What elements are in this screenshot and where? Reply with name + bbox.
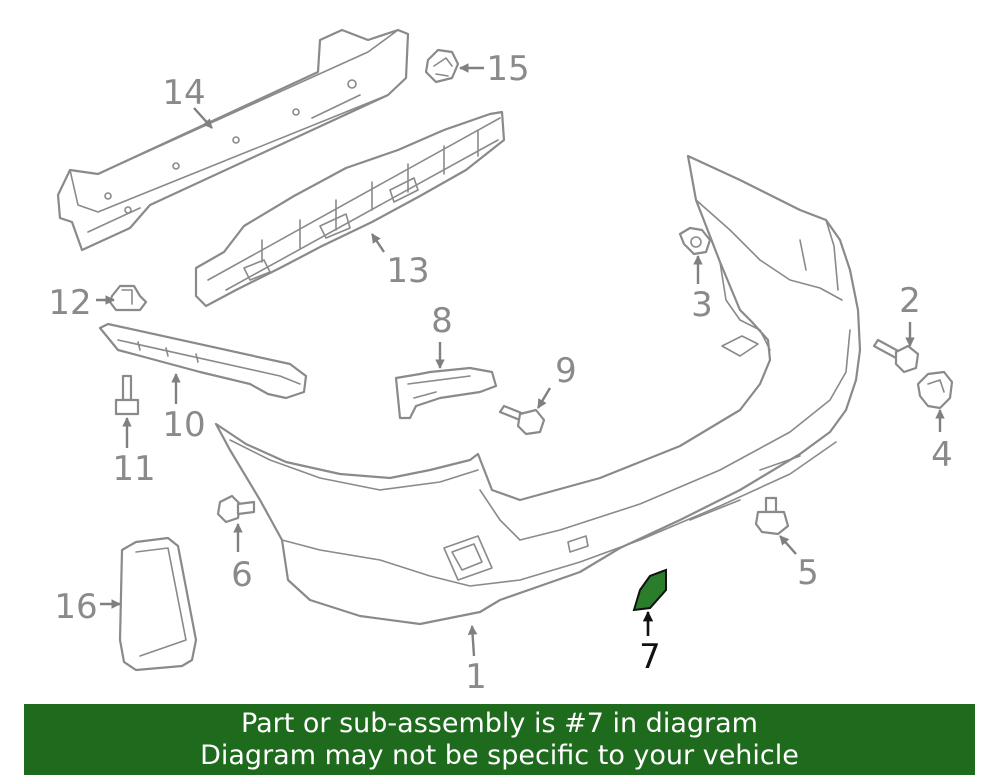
callout-8: 8 — [431, 301, 453, 341]
callout-14: 14 — [162, 73, 205, 113]
leader-1 — [467, 625, 478, 657]
part-6-screw — [216, 494, 256, 524]
callout-15: 15 — [486, 49, 529, 89]
part-10-side-bracket — [98, 322, 308, 400]
part-5-screw — [754, 496, 790, 536]
part-7-highlighted-trim — [632, 568, 667, 612]
part-11-bolt — [114, 374, 140, 416]
info-banner: Part or sub-assembly is #7 in diagram Di… — [24, 704, 975, 775]
part-2-bolt — [872, 338, 920, 374]
part-9-bolt — [498, 404, 546, 436]
callout-5: 5 — [797, 553, 819, 593]
part-8-bracket — [394, 366, 498, 420]
callout-1: 1 — [465, 657, 487, 697]
callout-10: 10 — [162, 405, 205, 445]
leader-13 — [371, 233, 385, 253]
callout-11: 11 — [112, 449, 155, 489]
leader-lines — [96, 63, 945, 657]
part-14-reinforcement-beam — [56, 28, 410, 252]
callout-labels: 1 2 3 4 5 6 7 8 9 10 11 12 13 14 15 16 — [48, 49, 952, 697]
callout-2: 2 — [899, 281, 921, 321]
part-16-reflector — [118, 536, 198, 672]
leader-14 — [193, 107, 213, 129]
callout-12: 12 — [48, 283, 91, 323]
part-12-clip — [108, 284, 148, 312]
callout-4: 4 — [931, 435, 953, 475]
banner-line-disclaimer: Diagram may not be specific to your vehi… — [200, 739, 799, 771]
part-1-bumper-cover — [214, 154, 862, 626]
leader-9 — [536, 387, 552, 409]
callout-9: 9 — [555, 351, 577, 391]
part-13-energy-absorber — [194, 110, 506, 308]
callout-6: 6 — [231, 555, 253, 595]
banner-line-part-number: Part or sub-assembly is #7 in diagram — [241, 707, 758, 739]
callout-16: 16 — [54, 587, 97, 627]
callout-3: 3 — [691, 285, 713, 325]
part-15-nut — [424, 48, 460, 84]
callout-7: 7 — [639, 637, 661, 677]
part-4-bracket — [916, 370, 954, 410]
callout-13: 13 — [386, 251, 429, 291]
exploded-parts-diagram: 1 2 3 4 5 6 7 8 9 10 11 12 13 14 15 16 — [48, 28, 954, 697]
leader-5 — [779, 535, 797, 555]
part-3-clip — [678, 226, 712, 256]
